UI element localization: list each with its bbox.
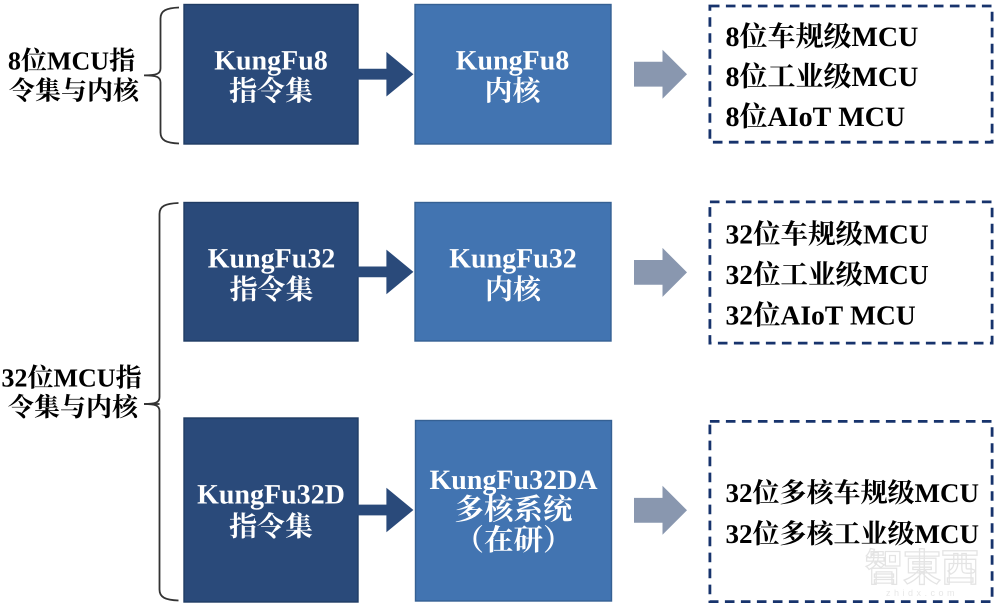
svg-text:zhidx.com: zhidx.com — [886, 588, 958, 598]
